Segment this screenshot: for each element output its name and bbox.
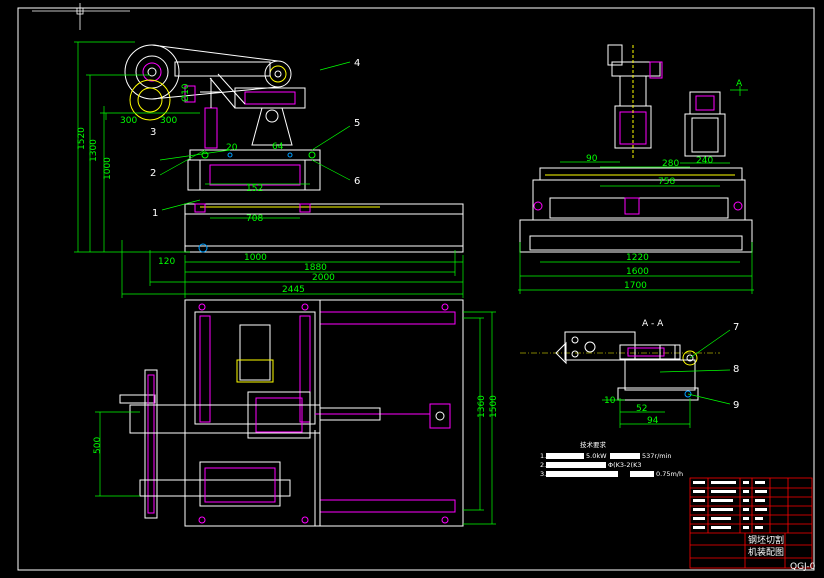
plan-frame (184, 299, 464, 527)
part-label-4: 4 (354, 58, 360, 69)
section-dimension-lines (602, 329, 731, 428)
tech-req-speed: 537r/min (642, 452, 672, 460)
part-label-3: 3 (150, 127, 156, 138)
dim-20: 20 (226, 143, 238, 153)
dim-1600: 1600 (626, 267, 649, 277)
dim-64: 64 (272, 142, 284, 152)
front-gearbox (684, 91, 726, 157)
dim-1220: 1220 (626, 253, 649, 263)
tech-req-line-3: 3. (540, 470, 546, 478)
dim-1300: 1300 (89, 139, 99, 162)
part-label-1: 1 (152, 208, 158, 219)
dim-94: 94 (647, 416, 659, 426)
part-label-9: 9 (733, 400, 739, 411)
cutting-head (209, 73, 306, 146)
dim-1500: 1500 (489, 395, 499, 418)
dim-1360: 1360 (477, 395, 487, 418)
dim-1880: 1880 (304, 263, 327, 273)
dim-90: 90 (586, 154, 598, 164)
drawing-border (17, 7, 815, 571)
section-marker-a: A (736, 79, 743, 89)
side-view-dimension-lines (74, 41, 464, 298)
dim-2445: 2445 (282, 285, 305, 295)
hydraulic-cylinder (200, 78, 220, 149)
section-a-a-view: A - A 10 52 94 7 8 9 (520, 319, 739, 428)
dim-300-right: 300 (160, 116, 177, 126)
dim-240: 240 (696, 156, 713, 166)
dim-120: 120 (158, 257, 175, 267)
part-label-2: 2 (150, 168, 156, 179)
drawing-name-line-1: 钢坯切割 (748, 534, 784, 546)
plan-view: 500 1360 1500 (93, 299, 499, 527)
side-view: 300 300 Ø10 20 64 152 708 1000 1880 2000… (74, 41, 464, 298)
front-motor-column (607, 44, 663, 160)
drawing-code: QGJ-0 (790, 562, 816, 572)
tech-req-power: 5.0kW (586, 452, 607, 460)
section-title: A - A (642, 319, 664, 329)
title-block-cell-text (693, 481, 767, 529)
dim-152: 152 (246, 184, 263, 194)
tech-req-fit: Φ(K3-2(K3 (608, 461, 641, 469)
dim-708: 708 (246, 214, 263, 224)
rail-bed (184, 203, 464, 253)
dim-280: 280 (662, 159, 679, 169)
front-view: 90 280 240 758 1220 1600 1700 A (518, 44, 754, 294)
dim-1000-vertical: 1000 (103, 157, 113, 180)
dim-1520: 1520 (77, 127, 87, 150)
dim-1000: 1000 (244, 253, 267, 263)
title-block (689, 477, 813, 569)
crosshair-cursor (32, 3, 130, 30)
dim-1700: 1700 (624, 281, 647, 291)
dim-dia-10: Ø10 (180, 83, 191, 102)
part-label-5: 5 (354, 118, 360, 129)
part-label-8: 8 (733, 364, 739, 375)
part-label-6: 6 (354, 176, 360, 187)
part-label-7: 7 (733, 322, 739, 333)
plan-view-dimension-lines (95, 311, 496, 525)
technical-requirements: 技术要求 1. 2. 3. 5.0kW 537r/min Φ(K3-2(K3 0… (540, 440, 683, 478)
dim-500: 500 (93, 437, 103, 454)
dim-300-left: 300 (120, 116, 137, 126)
tech-req-line-2: 2. (540, 461, 546, 469)
dim-2000: 2000 (312, 273, 335, 283)
tech-req-feed: 0.75m/h (656, 470, 683, 478)
front-view-dimension-lines (518, 86, 754, 294)
carriage (187, 149, 321, 191)
front-base (519, 167, 753, 253)
tech-req-title: 技术要求 (580, 440, 607, 449)
tech-req-line-1: 1. (540, 452, 546, 460)
dim-758: 758 (658, 177, 675, 187)
dim-52: 52 (636, 404, 647, 414)
drawing-name-line-2: 机装配图 (748, 546, 784, 558)
dim-10: 10 (604, 396, 616, 406)
belt-drive (124, 44, 292, 121)
